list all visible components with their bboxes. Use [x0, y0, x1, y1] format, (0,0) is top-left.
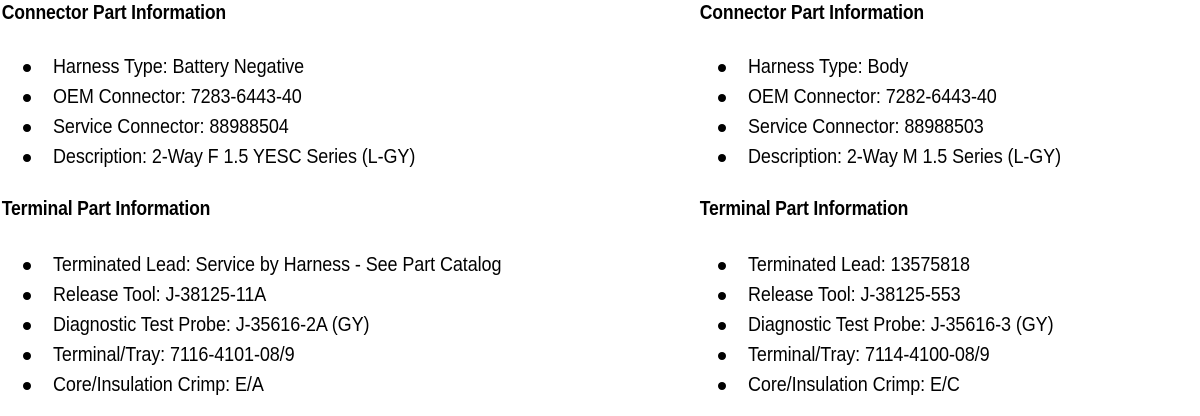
bullet-icon	[23, 322, 31, 330]
list-item: Core/Insulation Crimp: E/A	[0, 370, 700, 400]
bullet-icon	[23, 352, 31, 360]
terminal-part-information-section-left: Terminal Part Information Terminated Lea…	[0, 196, 700, 400]
bullet-icon	[718, 94, 726, 102]
bullet-icon	[718, 382, 726, 390]
connector-description-right: Description: 2-Way M 1.5 Series (L-GY)	[748, 146, 1062, 168]
bullet-icon	[23, 64, 31, 72]
list-item: OEM Connector: 7282-6443-40	[698, 82, 1200, 112]
connector-part-information-section-right: Connector Part Information Harness Type:…	[698, 0, 1200, 172]
list-item: Terminal/Tray: 7114-4100-08/9	[698, 340, 1200, 370]
connector-service-connector-left: Service Connector: 88988504	[53, 116, 289, 138]
terminal-release-tool-left: Release Tool: J-38125-11A	[53, 284, 267, 306]
connector-oem-connector-right: OEM Connector: 7282-6443-40	[748, 86, 997, 108]
list-item: Release Tool: J-38125-553	[698, 280, 1200, 310]
list-item: OEM Connector: 7283-6443-40	[0, 82, 700, 112]
list-item: Terminated Lead: 13575818	[698, 250, 1200, 280]
right-column: Connector Part Information Harness Type:…	[698, 0, 1200, 416]
terminal-part-list-right: Terminated Lead: 13575818 Release Tool: …	[698, 250, 1200, 400]
list-item: Release Tool: J-38125-11A	[0, 280, 700, 310]
bullet-icon	[23, 154, 31, 162]
list-item: Diagnostic Test Probe: J-35616-2A (GY)	[0, 310, 700, 340]
terminal-terminated-lead-left: Terminated Lead: Service by Harness - Se…	[53, 254, 502, 276]
bullet-icon	[23, 292, 31, 300]
connector-part-information-heading-left: Connector Part Information	[1, 2, 226, 24]
connector-service-connector-right: Service Connector: 88988503	[748, 116, 984, 138]
terminal-part-information-section-right: Terminal Part Information Terminated Lea…	[698, 196, 1200, 400]
bullet-icon	[23, 382, 31, 390]
terminal-core-insulation-crimp-right: Core/Insulation Crimp: E/C	[748, 374, 960, 396]
bullet-icon	[23, 124, 31, 132]
bullet-icon	[23, 94, 31, 102]
list-item: Diagnostic Test Probe: J-35616-3 (GY)	[698, 310, 1200, 340]
connector-description-left: Description: 2-Way F 1.5 YESC Series (L-…	[53, 146, 416, 168]
terminal-terminal-tray-right: Terminal/Tray: 7114-4100-08/9	[748, 344, 990, 366]
list-item: Description: 2-Way F 1.5 YESC Series (L-…	[0, 142, 700, 172]
connector-part-information-heading-right: Connector Part Information	[699, 2, 924, 24]
list-item: Service Connector: 88988503	[698, 112, 1200, 142]
bullet-icon	[718, 292, 726, 300]
left-column: Connector Part Information Harness Type:…	[0, 0, 700, 400]
bullet-icon	[718, 352, 726, 360]
terminal-diagnostic-test-probe-right: Diagnostic Test Probe: J-35616-3 (GY)	[748, 314, 1054, 336]
bullet-icon	[718, 322, 726, 330]
connector-harness-type-left: Harness Type: Battery Negative	[53, 56, 305, 78]
bullet-icon	[718, 124, 726, 132]
terminal-part-list-left: Terminated Lead: Service by Harness - Se…	[0, 250, 700, 400]
bullet-icon	[718, 262, 726, 270]
bullet-icon	[718, 154, 726, 162]
bullet-icon	[23, 262, 31, 270]
connector-part-list-left: Harness Type: Battery Negative OEM Conne…	[0, 52, 700, 172]
connector-oem-connector-left: OEM Connector: 7283-6443-40	[53, 86, 302, 108]
terminal-release-tool-right: Release Tool: J-38125-553	[748, 284, 961, 306]
terminal-part-information-heading-right: Terminal Part Information	[699, 198, 909, 220]
list-item: Terminated Lead: Service by Harness - Se…	[0, 250, 700, 280]
connector-harness-type-right: Harness Type: Body	[748, 56, 909, 78]
list-item: Description: 2-Way M 1.5 Series (L-GY)	[698, 142, 1200, 172]
bullet-icon	[718, 64, 726, 72]
list-item: Harness Type: Body	[698, 52, 1200, 82]
terminal-core-insulation-crimp-left: Core/Insulation Crimp: E/A	[53, 374, 264, 396]
connector-part-list-right: Harness Type: Body OEM Connector: 7282-6…	[698, 52, 1200, 172]
list-item: Core/Insulation Crimp: E/C	[698, 370, 1200, 400]
terminal-terminal-tray-left: Terminal/Tray: 7116-4101-08/9	[53, 344, 295, 366]
terminal-terminated-lead-right: Terminated Lead: 13575818	[748, 254, 970, 276]
terminal-part-information-heading-left: Terminal Part Information	[1, 198, 211, 220]
terminal-diagnostic-test-probe-left: Diagnostic Test Probe: J-35616-2A (GY)	[53, 314, 370, 336]
list-item: Service Connector: 88988504	[0, 112, 700, 142]
list-item: Harness Type: Battery Negative	[0, 52, 700, 82]
list-item: Terminal/Tray: 7116-4101-08/9	[0, 340, 700, 370]
connector-part-information-section-left: Connector Part Information Harness Type:…	[0, 0, 700, 172]
